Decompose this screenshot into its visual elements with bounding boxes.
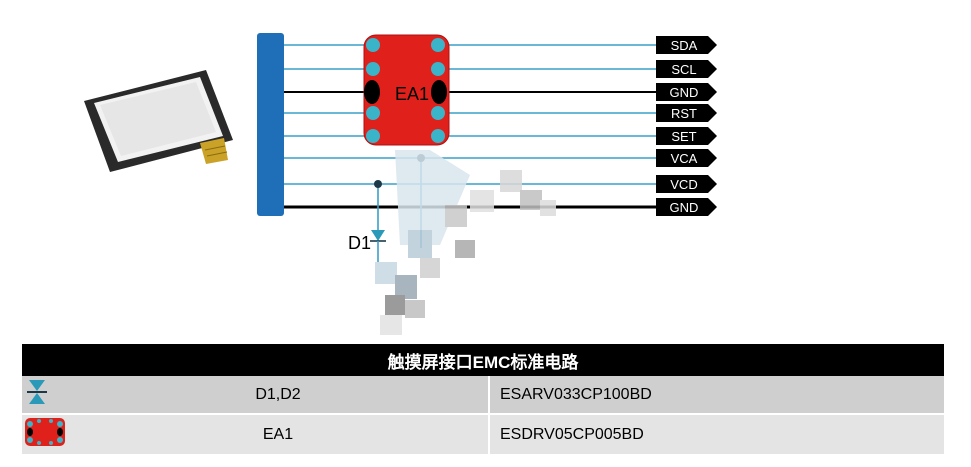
connector-bar — [257, 33, 284, 216]
signal-tag-rst: RST — [656, 104, 717, 122]
signal-tag-label: SDA — [671, 38, 698, 53]
signal-tag-vca: VCA — [656, 149, 717, 167]
touch-screen-image — [84, 70, 233, 172]
signal-tag-shape — [656, 60, 717, 78]
emc-circuit-diagram: D1 EA1 SDA SCL GND RST SET VCA VCD GND — [84, 33, 717, 335]
signal-tag-shape — [656, 104, 717, 122]
signal-tags: SDA SCL GND RST SET VCA VCD GND — [656, 36, 717, 216]
table-title: 触摸屏接口EMC标准电路 — [387, 352, 579, 372]
table-part: ESARV033CP100BD — [488, 376, 944, 414]
ea1-chip — [363, 34, 450, 146]
signal-tag-gnd: GND — [656, 83, 717, 101]
esd-array-icon — [25, 418, 65, 446]
table-row: D1,D2 ESARV033CP100BD — [22, 376, 944, 414]
component-table: 触摸屏接口EMC标准电路 D1,D2 ESARV033CP100BD EA1 E… — [22, 344, 944, 454]
signal-tag-scl: SCL — [656, 60, 717, 78]
signal-tag-label: GND — [670, 85, 699, 100]
table-part: ESDRV05CP005BD — [488, 414, 944, 454]
table-row-icon-cell — [22, 414, 68, 454]
signal-tag-gnd: GND — [656, 198, 717, 216]
signal-tag-shape — [656, 198, 717, 216]
signal-tag-label: VCA — [671, 151, 698, 166]
signal-lines — [283, 44, 657, 209]
signal-tag-set: SET — [656, 127, 717, 145]
signal-tag-sda: SDA — [656, 36, 717, 54]
signal-tag-shape — [656, 36, 717, 54]
signal-tag-shape — [656, 175, 717, 193]
tvs-diode-icon — [27, 380, 47, 404]
signal-tag-label: RST — [671, 106, 697, 121]
signal-tag-vcd: VCD — [656, 175, 717, 193]
table-header: 触摸屏接口EMC标准电路 — [22, 344, 944, 376]
ea1-label: EA1 — [395, 84, 429, 104]
vcd-junction — [374, 180, 382, 188]
table-row: EA1 ESDRV05CP005BD — [22, 414, 944, 454]
signal-tag-label: GND — [670, 200, 699, 215]
signal-tag-shape — [656, 149, 717, 167]
signal-tag-label: VCD — [670, 177, 697, 192]
signal-tag-label: SET — [671, 129, 696, 144]
d1-diode-icon — [370, 230, 386, 262]
blurred-watermark — [375, 150, 556, 335]
signal-tag-shape — [656, 83, 717, 101]
table-row-icon-cell — [22, 376, 68, 414]
signal-tag-shape — [656, 127, 717, 145]
table-ref: D1,D2 — [255, 385, 301, 403]
signal-tag-label: SCL — [671, 62, 696, 77]
d1-label: D1 — [348, 233, 371, 253]
table-ref: EA1 — [262, 425, 294, 443]
